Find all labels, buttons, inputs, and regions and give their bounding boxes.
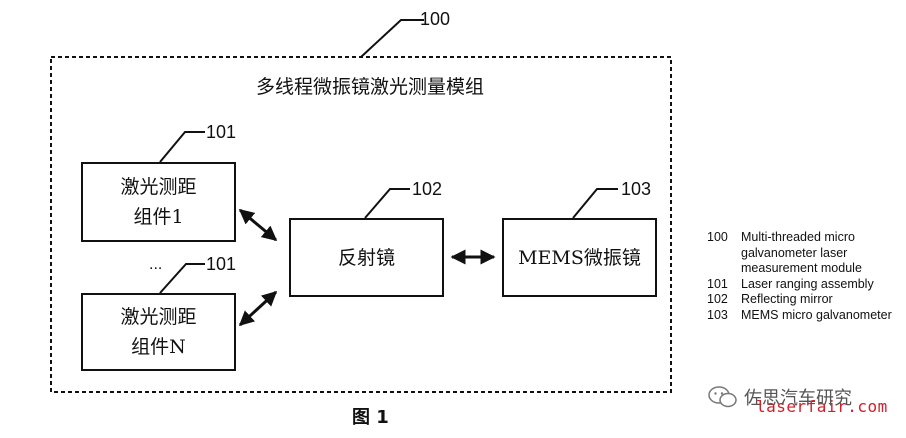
wechat-icon	[708, 386, 737, 408]
module-title: 多线程微振镜激光测量模组	[256, 76, 485, 98]
block-ranging-assembly-1-label: 激光测距 组件1	[120, 176, 197, 228]
legend-item-102: 102 Reflecting mirror	[707, 292, 906, 308]
label-100: 100	[420, 9, 451, 29]
block-reflecting-mirror: 反射镜	[289, 218, 444, 297]
leader-line-102	[364, 188, 410, 219]
leader-line-103	[572, 188, 618, 219]
block-ranging-assembly-n-label: 激光测距 组件N	[120, 306, 197, 358]
legend: 100 Multi-threaded micro galvanometer la…	[707, 230, 906, 323]
watermark-url: laserfair.com	[756, 397, 888, 416]
label-101-top: 101	[206, 122, 237, 142]
legend-num: 100	[707, 230, 728, 244]
label-101-bottom: 101	[206, 254, 237, 274]
leader-line-100	[360, 19, 424, 58]
legend-item-103: 103 MEMS micro galvanometer	[707, 308, 906, 324]
arrow-rangingN-mirror	[238, 290, 278, 327]
figure-caption: 图 1	[352, 407, 389, 428]
legend-item-100: 100 Multi-threaded micro galvanometer la…	[707, 230, 906, 277]
legend-item-101: 101 Laser ranging assembly	[707, 277, 906, 293]
legend-text: Laser ranging assembly	[741, 276, 874, 291]
legend-text: Reflecting mirror	[741, 292, 833, 306]
watermark-text: 佐思汽车研究	[744, 388, 852, 409]
block-reflecting-mirror-label: 反射镜	[337, 246, 395, 269]
block-mems-galvanometer: MEMS微振镜	[502, 218, 657, 297]
leader-line-101-top	[159, 131, 205, 163]
block-mems-galvanometer-label: MEMS微振镜	[518, 246, 641, 269]
legend-num: 101	[707, 276, 728, 291]
label-102: 102	[412, 179, 443, 199]
legend-num: 102	[707, 292, 728, 306]
ellipsis: ...	[149, 256, 163, 273]
arrow-ranging1-mirror	[238, 208, 278, 242]
legend-text: Multi-threaded micro galvanometer laser …	[741, 230, 862, 275]
leader-line-101-bottom	[159, 263, 205, 294]
block-ranging-assembly-1: 激光测距 组件1	[81, 162, 236, 242]
legend-text: MEMS micro galvanometer	[741, 307, 892, 322]
legend-num: 103	[707, 307, 728, 322]
block-ranging-assembly-n: 激光测距 组件N	[81, 293, 236, 371]
label-103: 103	[621, 179, 652, 199]
